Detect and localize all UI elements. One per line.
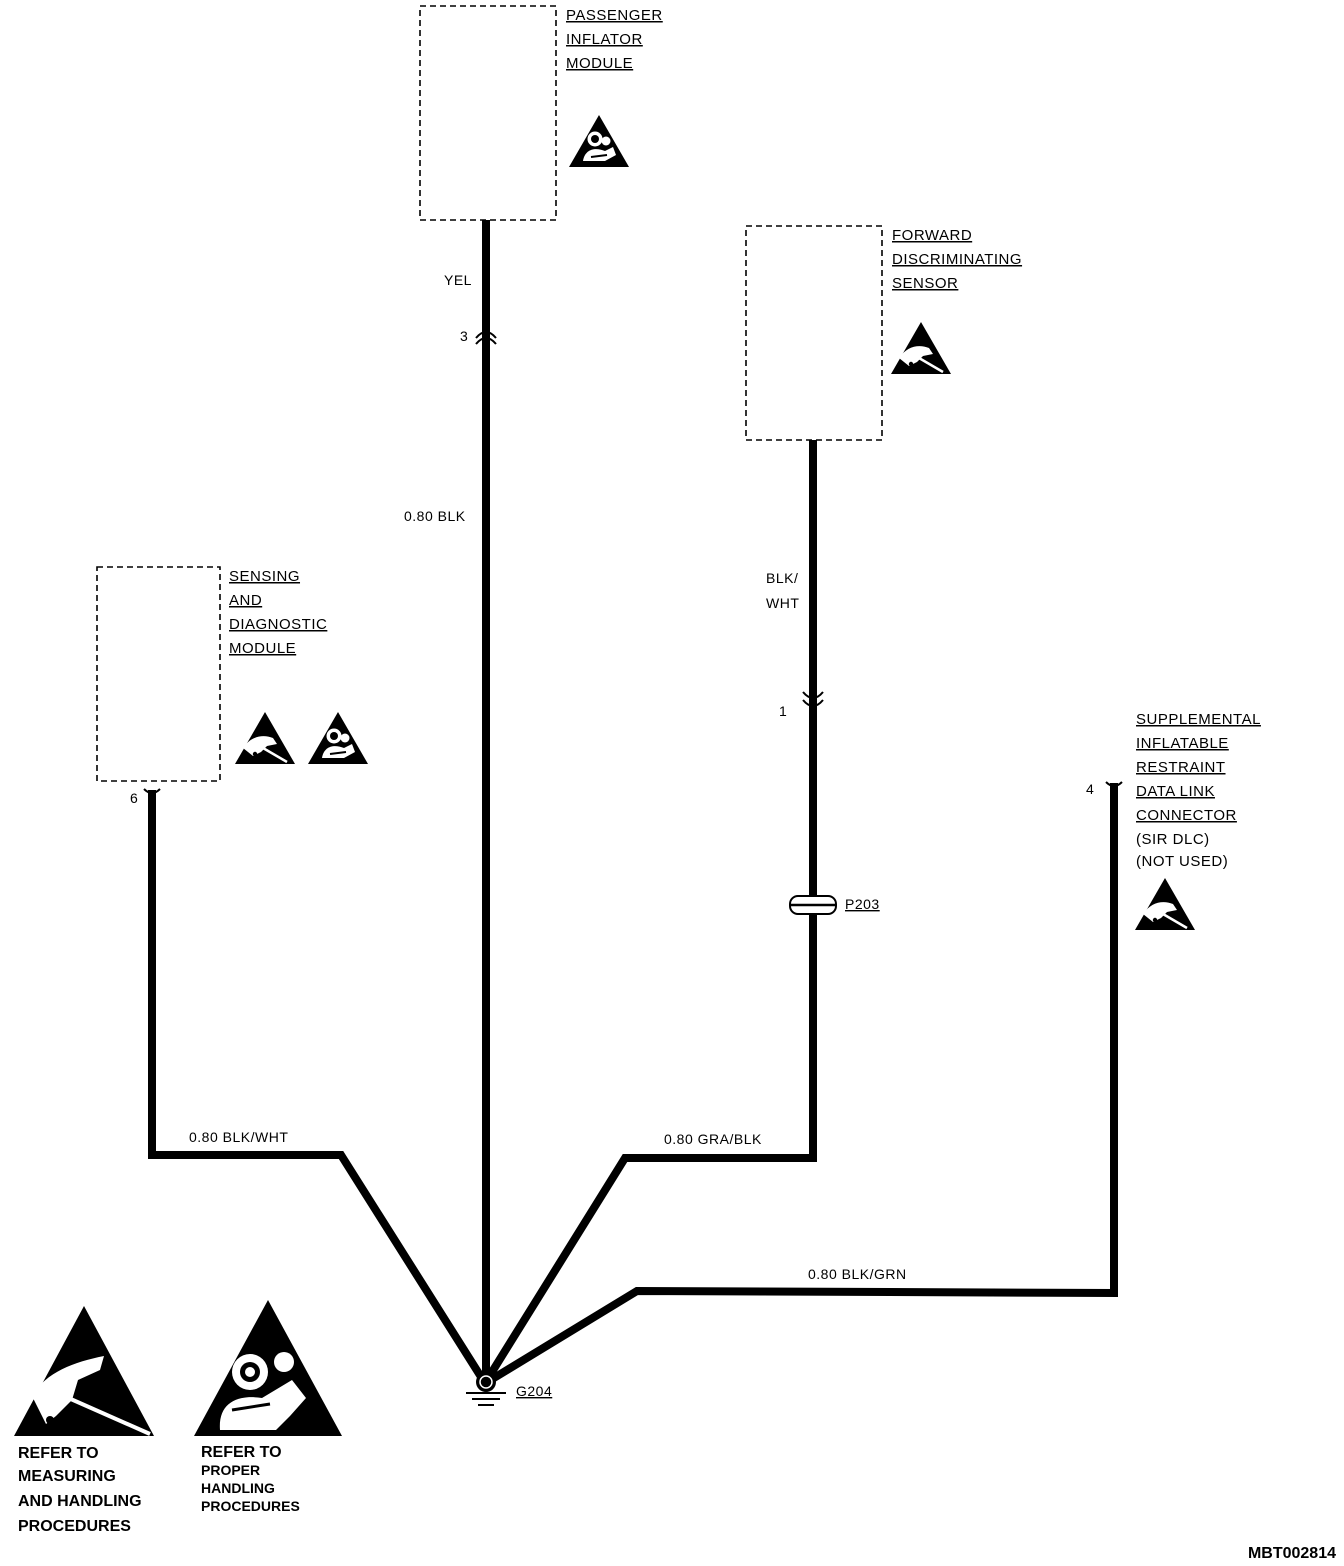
- svg-text:RESTRAINT: RESTRAINT: [1136, 759, 1226, 776]
- ground-label: G204: [516, 1383, 552, 1399]
- pin-number-label: 1: [779, 703, 787, 719]
- figure-id: MBT002814: [1248, 1545, 1336, 1562]
- svg-text:DISCRIMINATING: DISCRIMINATING: [892, 251, 1022, 268]
- connector-pin-6: [143, 788, 161, 794]
- forward-sensor-label: FORWARD DISCRIMINATING SENSOR: [892, 227, 1022, 292]
- splice-label: P203: [845, 896, 880, 912]
- pin-number-label: 6: [130, 790, 138, 806]
- svg-text:DATA LINK: DATA LINK: [1136, 783, 1215, 800]
- sensing-diagnostic-module-box: [96, 566, 221, 782]
- svg-text:PROCEDURES: PROCEDURES: [201, 1498, 300, 1514]
- esd-hand-warning-icon: [14, 1306, 154, 1436]
- svg-text:SUPPLEMENTAL: SUPPLEMENTAL: [1136, 711, 1261, 728]
- svg-text:HANDLING: HANDLING: [201, 1480, 275, 1496]
- pin-number-label: 4: [1086, 781, 1094, 797]
- sir-dlc-label: SUPPLEMENTAL INFLATABLE RESTRAINT DATA L…: [1136, 711, 1261, 870]
- esd-hand-warning-icon: [1133, 876, 1197, 932]
- svg-text:SENSOR: SENSOR: [892, 275, 958, 292]
- legend-airbag: REFER TO PROPER HANDLING PROCEDURES: [194, 1300, 342, 1514]
- esd-hand-warning-icon: [233, 710, 297, 766]
- wire-color-label: WHT: [766, 595, 799, 611]
- svg-text:MODULE: MODULE: [566, 55, 633, 72]
- airbag-warning-icon: [194, 1300, 342, 1436]
- svg-text:SENSING: SENSING: [229, 568, 300, 585]
- esd-hand-warning-icon: [889, 320, 953, 376]
- svg-text:CONNECTOR: CONNECTOR: [1136, 807, 1237, 824]
- forward-discriminating-sensor-box: [745, 225, 883, 441]
- svg-text:REFER TO: REFER TO: [201, 1444, 282, 1461]
- wire-color-label: YEL: [444, 272, 472, 288]
- wire-sdm-to-ground: [148, 790, 487, 1383]
- svg-text:AND: AND: [229, 592, 262, 609]
- svg-text:MODULE: MODULE: [229, 640, 296, 657]
- sdm-label: SENSING AND DIAGNOSTIC MODULE: [229, 568, 327, 657]
- wire-color-label: 0.80 BLK/WHT: [189, 1129, 288, 1145]
- svg-text:INFLATOR: INFLATOR: [566, 31, 643, 48]
- svg-text:INFLATABLE: INFLATABLE: [1136, 735, 1229, 752]
- svg-text:FORWARD: FORWARD: [892, 227, 972, 244]
- splice-p203: [789, 895, 837, 915]
- wire-dlc-to-ground: [486, 783, 1118, 1385]
- svg-text:(NOT USED): (NOT USED): [1136, 853, 1228, 870]
- svg-text:DIAGNOSTIC: DIAGNOSTIC: [229, 616, 327, 633]
- wire-color-label: 0.80 BLK/GRN: [808, 1266, 907, 1282]
- svg-text:PROPER: PROPER: [201, 1462, 260, 1478]
- svg-text:AND HANDLING: AND HANDLING: [18, 1493, 142, 1510]
- connector-pin-3: [475, 331, 497, 345]
- passenger-inflator-label: PASSENGER INFLATOR MODULE: [566, 7, 663, 72]
- airbag-warning-icon: [568, 114, 630, 168]
- connector-pin-1: [802, 691, 824, 707]
- svg-text:PASSENGER: PASSENGER: [566, 7, 663, 24]
- wire-sensor-to-ground: [483, 440, 817, 1383]
- passenger-inflator-module-box: [419, 5, 557, 221]
- ground-g204: [466, 1372, 506, 1406]
- svg-text:REFER TO: REFER TO: [18, 1445, 99, 1462]
- wire-color-label: BLK/: [766, 570, 798, 586]
- svg-text:(SIR DLC): (SIR DLC): [1136, 831, 1210, 848]
- airbag-warning-icon: [307, 711, 369, 765]
- pin-number-label: 3: [460, 328, 468, 344]
- connector-pin-4: [1105, 781, 1123, 787]
- legend-esd: REFER TO MEASURING AND HANDLING PROCEDUR…: [14, 1306, 154, 1535]
- wire-color-label: 0.80 BLK: [404, 508, 466, 524]
- wire-color-label: 0.80 GRA/BLK: [664, 1131, 762, 1147]
- svg-text:PROCEDURES: PROCEDURES: [18, 1518, 131, 1535]
- svg-text:MEASURING: MEASURING: [18, 1468, 116, 1485]
